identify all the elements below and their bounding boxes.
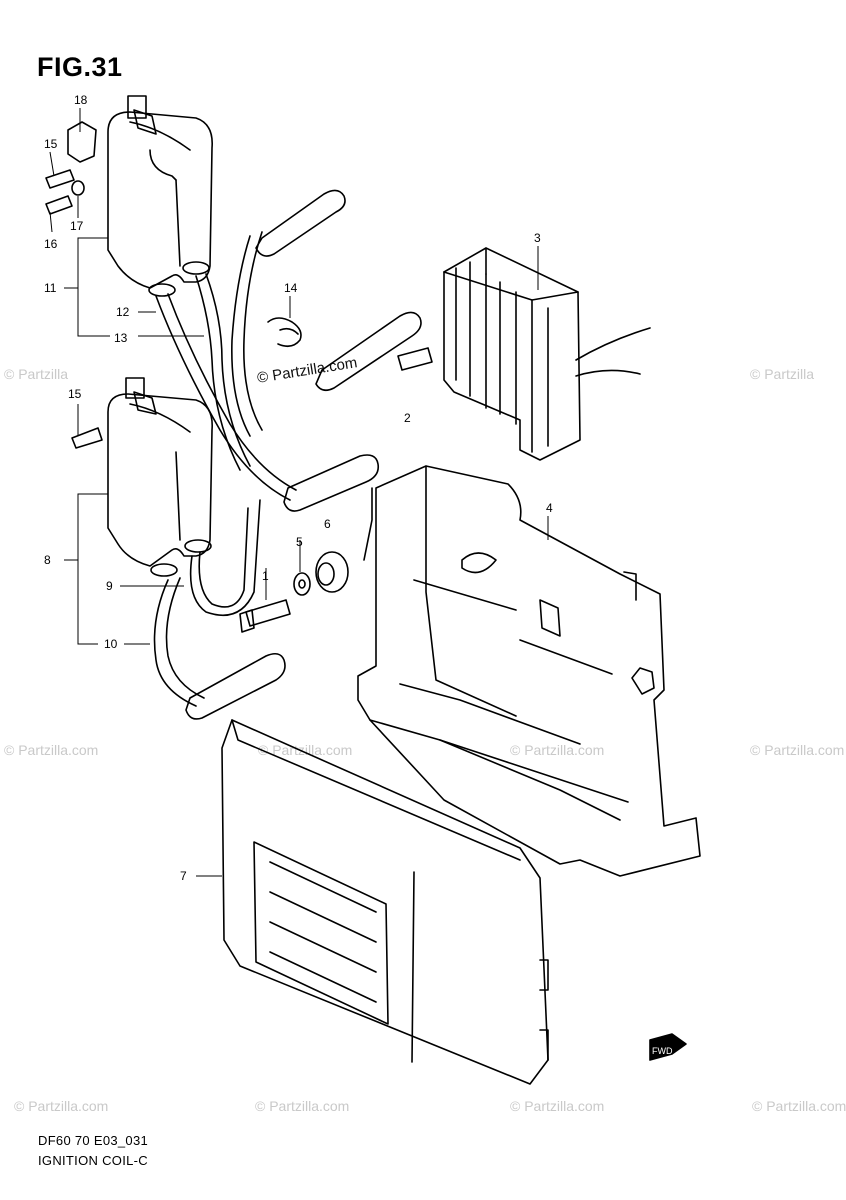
callout-12: 12: [116, 305, 130, 319]
callout-15: 15: [44, 137, 58, 151]
clamp: [267, 317, 302, 348]
leader-lines: [49, 108, 549, 877]
fwd-label: FWD: [652, 1046, 673, 1056]
callout-18: 18: [74, 93, 88, 107]
watermark: © Partzilla.com: [750, 742, 845, 758]
callout-5: 5: [296, 535, 303, 549]
watermark: © Partzilla.com: [752, 1098, 846, 1114]
model-code: DF60 70 E03_031: [38, 1133, 149, 1148]
watermark: © Partzilla.com: [258, 742, 353, 758]
callout-10: 10: [104, 637, 118, 651]
grommet-washer-bolt: [239, 551, 349, 633]
callout-13: 13: [114, 331, 128, 345]
callout-14: 14: [284, 281, 298, 295]
fwd-arrow: [649, 1033, 687, 1061]
high-tension-cords: [153, 189, 422, 720]
watermark: © Partzilla.com: [4, 742, 99, 758]
cdi-unit: [397, 247, 651, 461]
watermark: © Partzilla.com: [510, 742, 605, 758]
callout-8: 8: [44, 553, 51, 567]
watermark: © Partzilla: [750, 366, 814, 382]
callout-numbers: 18 15 17 16 11 12 13 14 3 2 15 4 6 5 8 9…: [44, 93, 673, 1056]
lower-ignition-coil: [107, 377, 213, 577]
callout-4: 4: [546, 501, 553, 515]
callout-17: 17: [70, 219, 84, 233]
callout-1: 1: [262, 569, 269, 583]
callout-11: 11: [44, 281, 57, 295]
callout-2: 2: [404, 411, 411, 425]
callout-3: 3: [534, 231, 541, 245]
figure-title: FIG.31: [37, 52, 123, 82]
watermark: © Partzilla: [4, 366, 68, 382]
callout-9: 9: [106, 579, 113, 593]
watermark: © Partzilla.com: [510, 1098, 605, 1114]
callout-7: 7: [180, 869, 187, 883]
callout-6: 6: [324, 517, 331, 531]
upper-ignition-coil: [67, 95, 213, 297]
callout-16: 16: [44, 237, 58, 251]
bolts-upper: [45, 169, 103, 449]
cover: [221, 719, 549, 1085]
coil-bracket: [357, 465, 701, 877]
watermark: © Partzilla.com: [14, 1098, 109, 1114]
section-name: IGNITION COIL-C: [38, 1153, 148, 1168]
callout-15b: 15: [68, 387, 82, 401]
watermark: © Partzilla.com: [255, 1098, 350, 1114]
